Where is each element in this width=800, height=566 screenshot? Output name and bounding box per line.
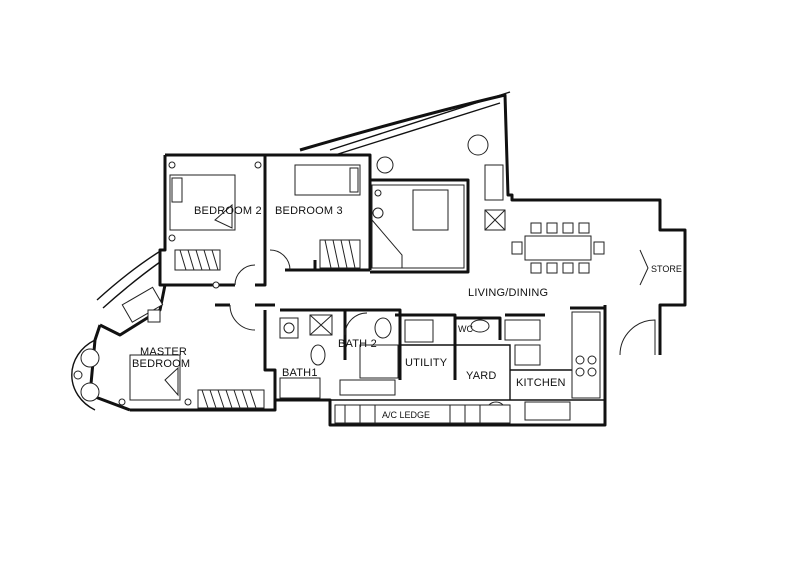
interior-walls [215,260,605,401]
column-markers [118,161,382,406]
label-bedroom-3: BEDROOM 3 [275,205,343,217]
label-bath-1: BATH1 [282,367,318,379]
label-master-line2: BEDROOM [132,358,190,370]
room-labels: BEDROOM 2 BEDROOM 3 MASTER BEDROOM LIVIN… [132,205,682,420]
label-utility: UTILITY [405,357,448,369]
label-ac-ledge: A/C LEDGE [382,410,430,420]
curved-facade [71,91,511,411]
label-store: STORE [651,264,682,274]
door-swings [229,249,656,356]
label-kitchen: KITCHEN [516,377,566,389]
label-master-line1: MASTER [140,346,187,358]
label-bath-2: BATH 2 [338,338,377,350]
dining-set [511,222,605,274]
label-yard: YARD [466,370,497,382]
wardrobes [174,239,361,409]
label-wc: WC [458,324,473,334]
bathroom-fixtures [279,314,541,399]
label-living-dining: LIVING/DINING [468,287,548,299]
label-bedroom-2: BEDROOM 2 [194,205,262,217]
ac-ledge-pattern [334,404,511,424]
beds [129,164,361,401]
master-furniture [73,286,164,402]
living-furniture [371,134,506,269]
